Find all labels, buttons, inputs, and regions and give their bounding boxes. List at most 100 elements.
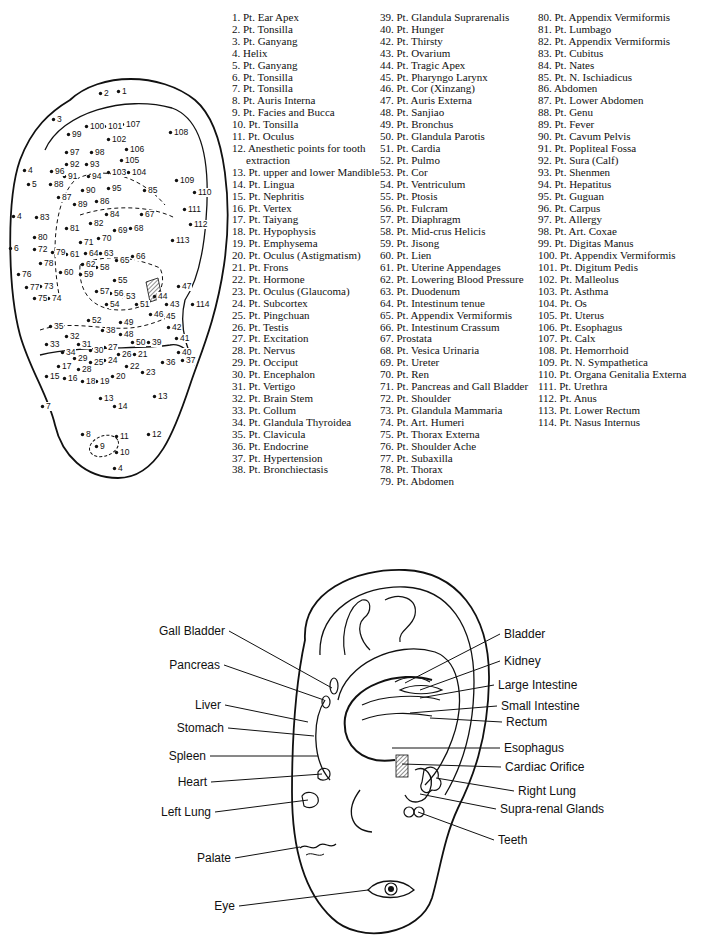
callout-number: 99 xyxy=(71,130,82,139)
point-list-entry: 37. Pt. Hypertension xyxy=(232,453,380,465)
organ-label: Bladder xyxy=(503,627,546,641)
point-list-entry: 5. Pt. Ganyang xyxy=(232,60,380,72)
point-list-entry: 18. Pt. Hypophysis xyxy=(232,226,380,238)
point-list-entry: 73. Pt. Glandula Mammaria xyxy=(380,405,532,417)
point-dot xyxy=(85,163,88,166)
callout-number: 14 xyxy=(117,402,128,411)
point-dot xyxy=(35,216,38,219)
point-dot xyxy=(105,303,108,306)
point-dot xyxy=(45,343,48,346)
point-dot xyxy=(147,433,150,436)
point-dot xyxy=(51,251,54,254)
point-list-entry: 107. Pt. Calx xyxy=(538,333,690,345)
point-list-entry: 21. Pt. Frons xyxy=(232,262,380,274)
point-list-entry: 71. Pt. Pancreas and Gall Bladder xyxy=(380,381,532,393)
callout-number: 101 xyxy=(107,122,123,131)
point-dots xyxy=(9,90,196,470)
point-list-entry: 114. Pt. Nasus Internus xyxy=(538,417,690,429)
point-dot xyxy=(105,213,108,216)
point-list-column: 1. Pt. Ear Apex2. Pt. Tonsilla3. Pt. Gan… xyxy=(232,12,380,476)
point-dot xyxy=(85,125,88,128)
point-dot xyxy=(95,290,98,293)
point-dot xyxy=(120,159,123,162)
callout-number: 39 xyxy=(151,338,162,347)
point-dot xyxy=(89,222,92,225)
organ-label: Left Lung xyxy=(160,805,212,819)
helix-rim-line xyxy=(320,587,474,795)
point-list-entry: 7. Pt. Tonsilla xyxy=(232,83,380,95)
callout-number: 94 xyxy=(91,172,102,181)
callout-number: 48 xyxy=(123,330,134,339)
point-list-entry: 44. Pt. Tragic Apex xyxy=(380,60,532,72)
point-list-entry: 63. Pt. Duodenum xyxy=(380,286,532,298)
point-list-entry: 109. Pt. N. Sympathetica xyxy=(538,357,690,369)
point-list-entry: 62. Pt. Lowering Blood Pressure xyxy=(380,274,532,286)
callout-number: 41 xyxy=(179,334,190,343)
point-dot xyxy=(189,223,192,226)
callout-number: 69 xyxy=(117,226,128,235)
point-list-entry: 110. Pt. Organa Genitalia Externa xyxy=(538,369,690,381)
callout-number: 100 xyxy=(89,122,105,131)
point-dot xyxy=(73,357,76,360)
point-dot xyxy=(107,138,110,141)
point-list-entry: 88. Pt. Genu xyxy=(538,107,690,119)
point-dot xyxy=(117,90,120,93)
point-dot xyxy=(107,187,110,190)
point-list-entry: 45. Pt. Pharyngo Larynx xyxy=(380,72,532,84)
notch-line xyxy=(351,790,372,832)
point-dot xyxy=(65,227,68,230)
point-dot xyxy=(25,286,28,289)
callout-number: 112 xyxy=(193,220,209,229)
point-list-entry: 65. Pt. Appendix Vermiformis xyxy=(380,310,532,322)
point-list-entry: 25. Pt. Pingchuan xyxy=(232,310,380,322)
callout-number: 11 xyxy=(119,432,130,441)
callout-number: 81 xyxy=(69,224,80,233)
callout-number: 22 xyxy=(129,362,140,371)
callout-number: 27 xyxy=(107,343,118,352)
lobe-dashed-circle xyxy=(86,431,121,460)
callout-number: 89 xyxy=(77,200,88,209)
callout-number: 63 xyxy=(103,249,114,258)
point-dot xyxy=(171,239,174,242)
point-dot xyxy=(177,285,180,288)
callout-number: 113 xyxy=(175,236,191,245)
point-list-entry: 9. Pt. Facies and Bucca xyxy=(232,107,380,119)
point-dot xyxy=(65,151,68,154)
point-dot xyxy=(113,405,116,408)
point-dot xyxy=(175,179,178,182)
point-list-entry: 57. Pt. Diaphragm xyxy=(380,214,532,226)
callout-number: 90 xyxy=(85,186,96,195)
callout-number: 3 xyxy=(56,115,63,124)
point-dot xyxy=(27,183,30,186)
callout-number: 49 xyxy=(123,318,134,327)
point-list-entry: 85. Pt. N. Ischiadicus xyxy=(538,72,690,84)
point-list-entry: 38. Pt. Bronchiectasis xyxy=(232,464,380,476)
callout-number: 97 xyxy=(69,148,80,157)
callout-number: 2 xyxy=(103,89,110,98)
point-dot xyxy=(99,92,102,95)
organ-label: Rectum xyxy=(505,715,548,729)
callout-number: 13 xyxy=(103,394,114,403)
leader-line xyxy=(418,812,494,840)
point-list-entry: 64. Pt. Intestinum tenue xyxy=(380,298,532,310)
leader-line xyxy=(225,705,308,722)
point-list-entry: 54. Pt. Ventriculum xyxy=(380,179,532,191)
point-dot xyxy=(87,175,90,178)
point-list-entry: 100. Pt. Appendix Vermiformis xyxy=(538,250,690,262)
callout-number: 17 xyxy=(61,362,72,371)
point-dot xyxy=(77,368,80,371)
point-dot xyxy=(175,337,178,340)
callout-number: 73 xyxy=(43,282,54,291)
point-list-entry: 95. Pt. Guguan xyxy=(538,191,690,203)
point-dot xyxy=(115,259,118,262)
point-list-entry: 72. Pt. Shoulder xyxy=(380,393,532,405)
organ-label: Liver xyxy=(194,698,222,712)
point-dot xyxy=(73,203,76,206)
point-dot xyxy=(9,247,12,250)
callout-number: 76 xyxy=(21,270,32,279)
point-list-entry: 103. Pt. Asthma xyxy=(538,286,690,298)
tragus-line xyxy=(405,769,431,802)
organ-label: Pancreas xyxy=(168,658,221,672)
callout-number: 37 xyxy=(185,356,196,365)
callout-number: 10 xyxy=(119,448,130,457)
